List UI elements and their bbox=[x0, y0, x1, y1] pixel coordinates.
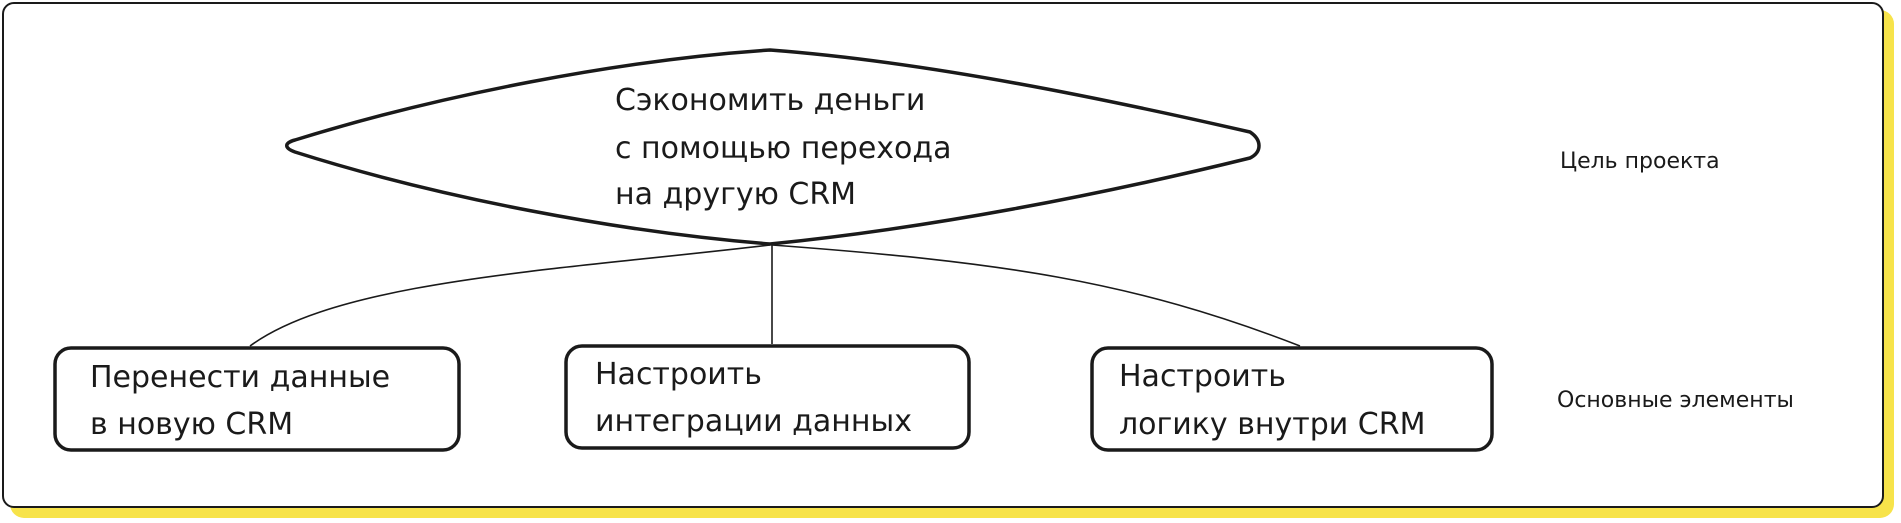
element-3-text-line-1: Настроить bbox=[1119, 359, 1286, 394]
element-2-text-line-1: Настроить bbox=[595, 357, 762, 392]
element-2-text-line-2: интеграции данных bbox=[595, 404, 912, 439]
goal-text-line-2: с помощью перехода bbox=[615, 131, 952, 166]
side-label-elements: Основные элементы bbox=[1557, 388, 1794, 413]
element-3-text-line-2: логику внутри CRM bbox=[1119, 407, 1425, 442]
goal-text-line-3: на другую CRM bbox=[615, 177, 856, 212]
edge-goal-to-element-1 bbox=[249, 244, 771, 347]
element-1-text-line-2: в новую CRM bbox=[90, 407, 293, 442]
element-box-1 bbox=[53, 346, 461, 452]
goal-diamond bbox=[285, 48, 1261, 246]
side-label-goal: Цель проекта bbox=[1560, 149, 1720, 174]
edge-goal-to-element-3 bbox=[771, 244, 1301, 347]
goal-text-line-1: Сэкономить деньги bbox=[615, 83, 925, 118]
element-box-2 bbox=[564, 344, 971, 450]
element-box-3 bbox=[1090, 346, 1494, 452]
element-1-text-line-1: Перенести данные bbox=[90, 360, 390, 395]
